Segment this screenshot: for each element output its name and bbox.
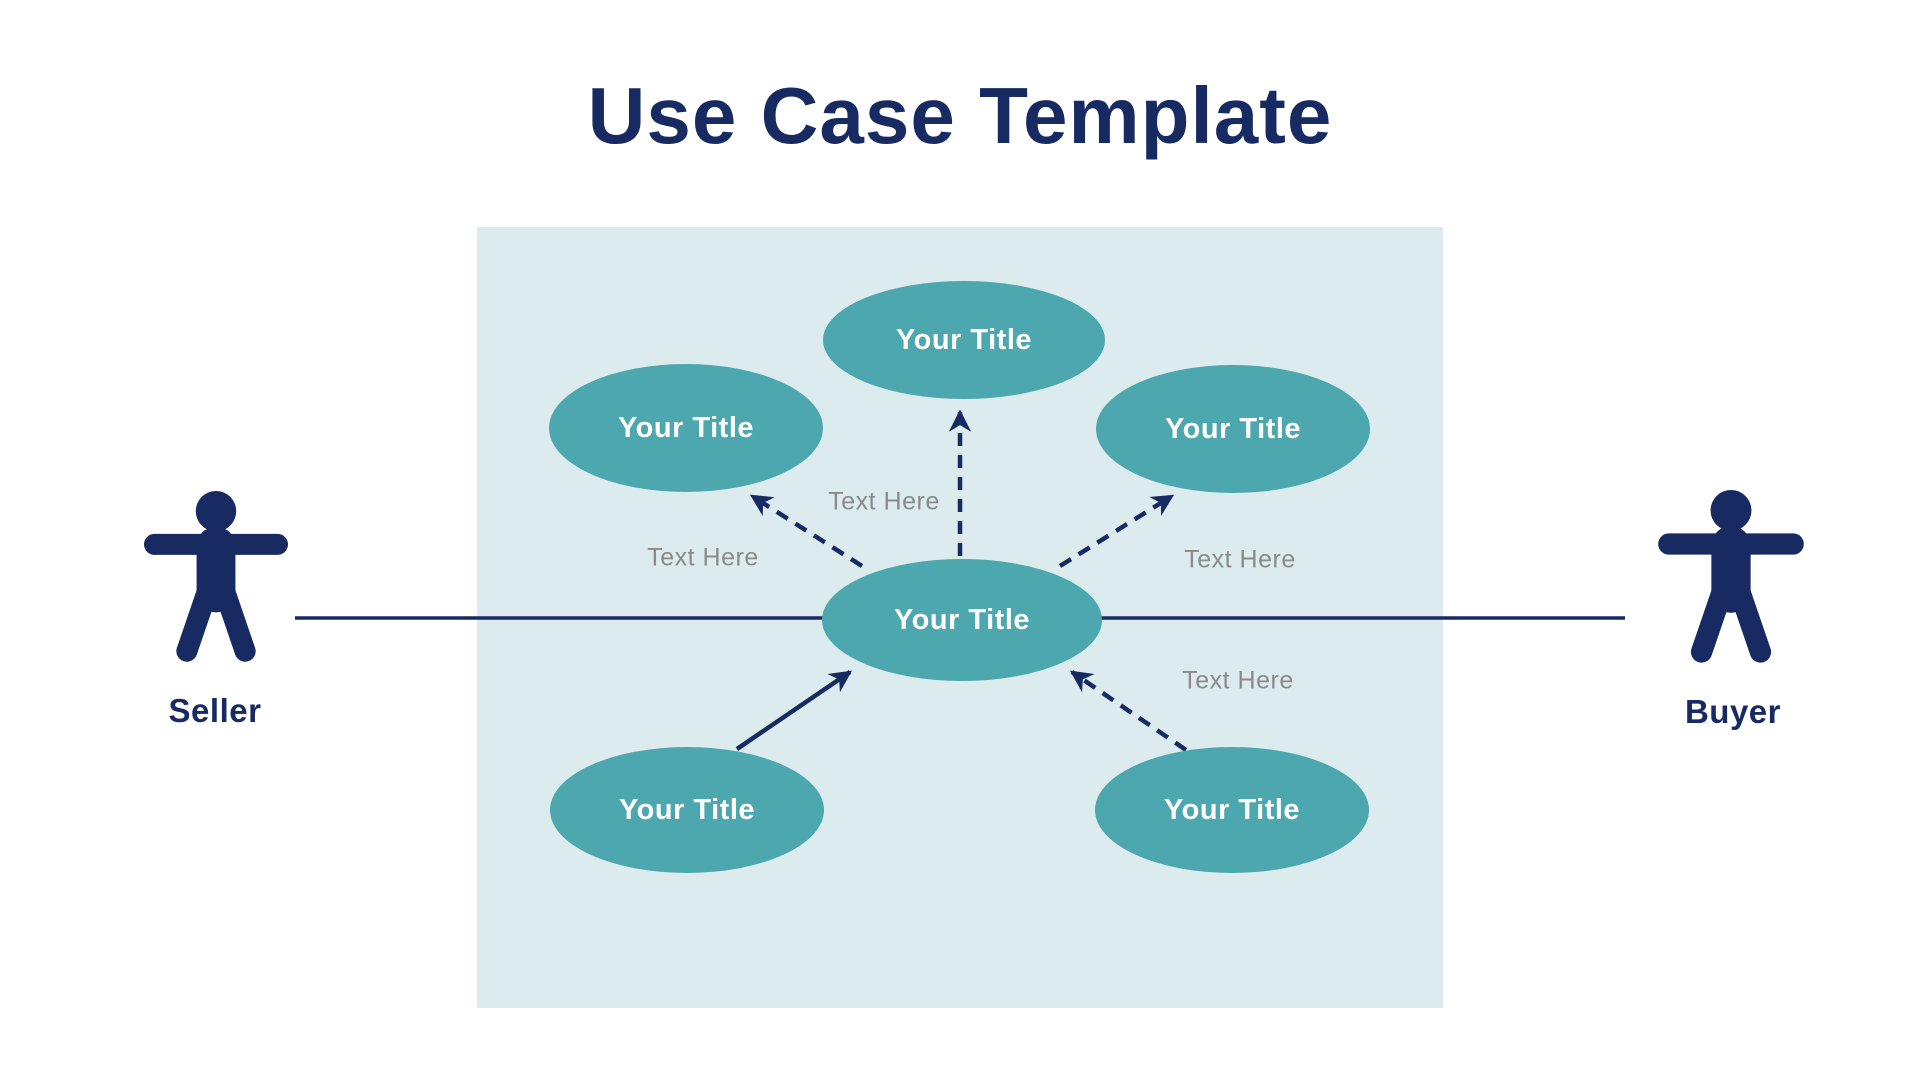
person-icon <box>143 491 289 662</box>
use-case-ellipse-lower-right: Your Title <box>1095 747 1369 873</box>
connector-label-center-to-upper-left: Text Here <box>647 543 759 572</box>
connector-label-center-to-upper-right: Text Here <box>1184 545 1296 574</box>
use-case-label-upper-left: Your Title <box>617 411 755 444</box>
use-case-label-lower-right: Your Title <box>1163 793 1301 826</box>
person-icon <box>1658 490 1804 663</box>
use-case-label-lower-left: Your Title <box>618 793 756 826</box>
connector-label-lower-right-to-center: Text Here <box>1182 666 1294 695</box>
use-case-ellipse-lower-left: Your Title <box>550 747 824 873</box>
use-case-ellipse-upper-right: Your Title <box>1096 365 1370 493</box>
use-case-label-upper-right: Your Title <box>1164 412 1302 445</box>
use-case-ellipse-center: Your Title <box>822 559 1102 681</box>
page-title: Use Case Template <box>587 71 1333 160</box>
seller-actor-icon <box>143 491 289 669</box>
connector-label-center-to-top: Text Here <box>828 487 940 516</box>
use-case-ellipse-top: Your Title <box>823 281 1105 399</box>
buyer-actor-icon <box>1656 490 1806 670</box>
use-case-label-center: Your Title <box>893 603 1031 636</box>
buyer-actor-label: Buyer <box>1684 693 1782 730</box>
seller-actor-label: Seller <box>168 692 262 729</box>
use-case-ellipse-upper-left: Your Title <box>549 364 823 492</box>
use-case-label-top: Your Title <box>895 323 1033 356</box>
